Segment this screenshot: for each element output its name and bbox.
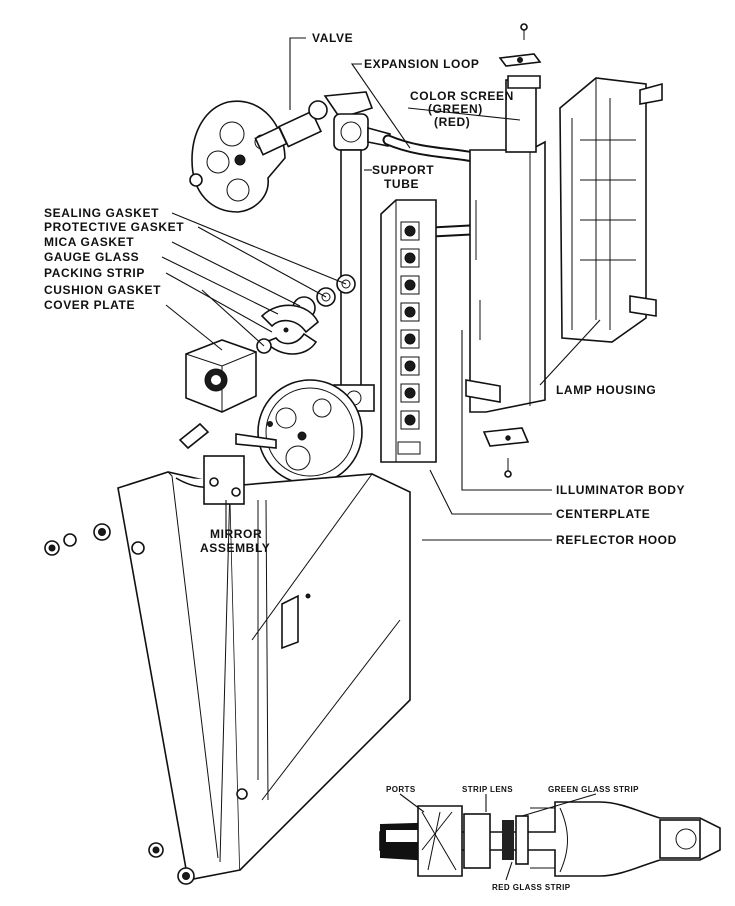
centerplate-port-hole [404, 306, 416, 318]
centerplate-port-hole [404, 252, 416, 264]
inset-label-green-glass-strip: GREEN GLASS STRIP [548, 785, 639, 794]
part-labels: VALVE EXPANSION LOOP COLOR SCREEN (GREEN… [44, 31, 685, 555]
inset-label-red-glass-strip: RED GLASS STRIP [492, 883, 571, 892]
centerplate-port-hole [404, 225, 416, 237]
leader-lines [161, 37, 601, 541]
label-packing-strip: PACKING STRIP [44, 266, 145, 280]
label-cover-plate: COVER PLATE [44, 298, 135, 312]
centerplate-port [400, 275, 420, 295]
label-red: (RED) [434, 115, 470, 129]
label-lamp-housing: LAMP HOUSING [556, 383, 656, 397]
label-valve: VALVE [312, 31, 353, 45]
centerplate-port [400, 329, 420, 349]
centerplate-port [400, 410, 420, 430]
reflector-hood [117, 471, 411, 881]
label-illuminator-body: ILLUMINATOR BODY [556, 483, 685, 497]
screw-bracket [178, 421, 277, 450]
label-color-screen: COLOR SCREEN [410, 89, 514, 103]
centerplate-port-hole [404, 279, 416, 291]
label-cushion-gasket: CUSHION GASKET [44, 283, 161, 297]
label-tube: TUBE [384, 177, 419, 191]
knobs [44, 523, 195, 885]
bottom-plate [482, 427, 530, 478]
label-reflector-hood: REFLECTOR HOOD [556, 533, 677, 547]
inset-label-strip-lens: STRIP LENS [462, 785, 513, 794]
centerplate-port-hole [404, 387, 416, 399]
label-gauge-glass: GAUGE GLASS [44, 250, 139, 264]
centerplate-port [400, 302, 420, 322]
lamp-housing [559, 77, 663, 343]
mirror-assembly [175, 455, 245, 505]
cover-plate [185, 339, 257, 413]
valve-body [254, 91, 391, 156]
inset-label-ports: PORTS [386, 785, 416, 794]
illuminator-body [465, 23, 546, 413]
valve-wheel [189, 100, 286, 213]
front-wheel [257, 379, 363, 485]
centerplate-port [400, 383, 420, 403]
label-sealing-gasket: SEALING GASKET [44, 206, 159, 220]
label-expansion-loop: EXPANSION LOOP [364, 57, 480, 71]
label-centerplate: CENTERPLATE [556, 507, 650, 521]
inset-cross-section: PORTS STRIP LENS GREEN GLASS STRIP RED G… [379, 785, 721, 892]
centerplate-port [400, 356, 420, 376]
centerplate-port [400, 248, 420, 268]
label-protective-gasket: PROTECTIVE GASKET [44, 220, 184, 234]
label-green: (GREEN) [428, 102, 483, 116]
centerplate [380, 199, 437, 463]
label-mirror: MIRROR [210, 527, 262, 541]
centerplate-port-hole [404, 333, 416, 345]
label-mica-gasket: MICA GASKET [44, 235, 134, 249]
centerplate-port-hole [404, 414, 416, 426]
label-support: SUPPORT [372, 163, 434, 177]
label-assembly: ASSEMBLY [200, 541, 270, 555]
centerplate-port-hole [404, 360, 416, 372]
centerplate-port [400, 221, 420, 241]
